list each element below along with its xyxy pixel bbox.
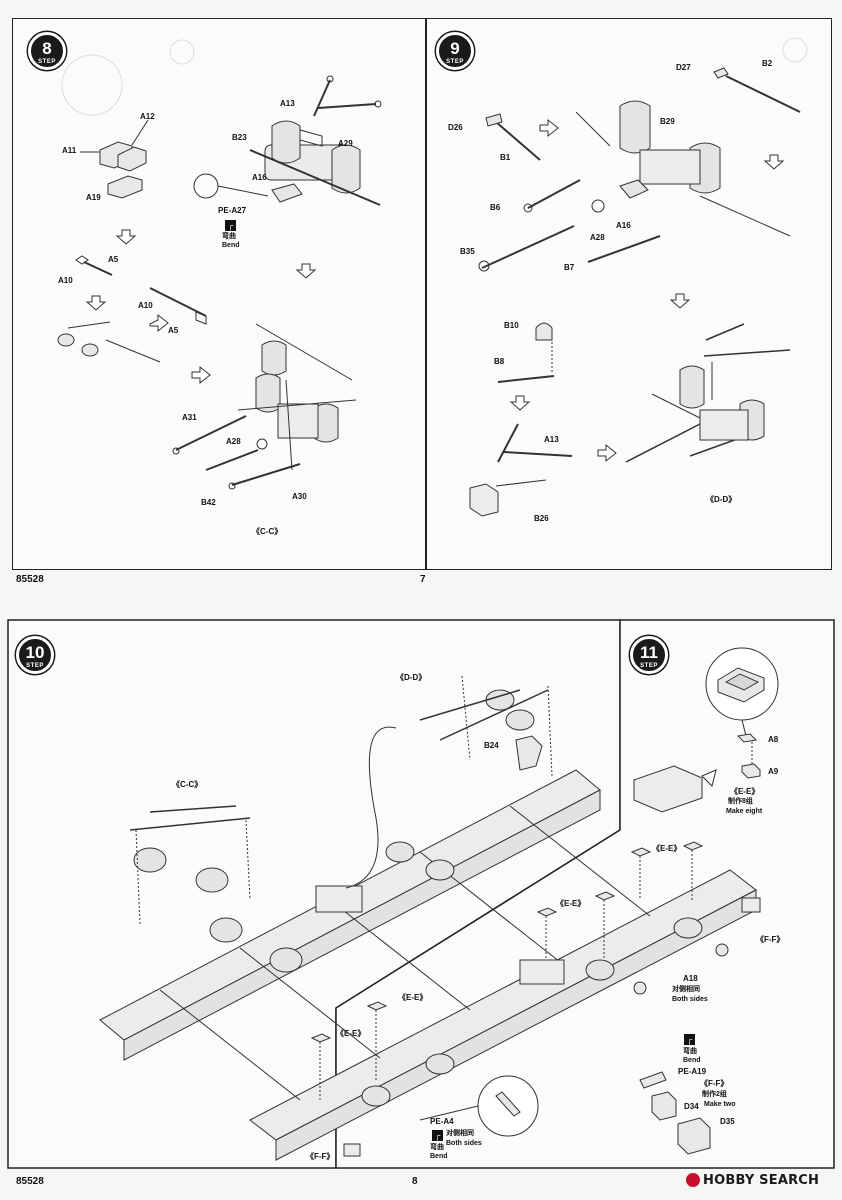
label-A19: A19 xyxy=(86,193,101,202)
label-PE-A19: PE-A19 xyxy=(678,1067,707,1076)
bend-cn-label: 弯曲 xyxy=(683,1048,697,1055)
step8-number: 8 xyxy=(42,39,52,58)
label-B7: B7 xyxy=(564,263,575,272)
callout-E-E: 《E-E》 xyxy=(398,993,428,1002)
label-A10: A10 xyxy=(138,301,153,310)
bend-cn-label: 弯曲 xyxy=(430,1144,444,1151)
label-B8: B8 xyxy=(494,357,505,366)
step9-word: STEP xyxy=(446,59,464,65)
both-sides-en: Both sides xyxy=(672,996,708,1003)
hobby-search-watermark: HOBBY SEARCH xyxy=(703,1173,820,1188)
step11-word: STEP xyxy=(640,663,658,669)
caption-D-D: 《D-D》 xyxy=(706,495,737,504)
callout-F-F: 《F-F》 xyxy=(700,1079,729,1088)
label-B35: B35 xyxy=(460,247,475,256)
both-sides-en: Both sides xyxy=(446,1140,482,1147)
label-A31: A31 xyxy=(182,413,197,422)
label-B42: B42 xyxy=(201,498,216,507)
bend-icon: ┌ xyxy=(432,1130,443,1141)
page-number-bottom: 8 xyxy=(412,1176,418,1187)
label-PE-A27: PE-A27 xyxy=(218,206,247,215)
label-A29: A29 xyxy=(338,139,353,148)
label-B10: B10 xyxy=(504,321,519,330)
label-A8: A8 xyxy=(768,735,779,744)
step10-word: STEP xyxy=(26,663,44,669)
step8-badge: 8 STEP xyxy=(28,32,66,70)
label-A12: A12 xyxy=(140,112,155,121)
step9-badge: 9 STEP xyxy=(436,32,474,70)
callout-C-C: 《C-C》 xyxy=(172,780,203,789)
step9-number: 9 xyxy=(450,39,460,58)
both-sides-cn: 对侧相同 xyxy=(446,1130,474,1137)
bend-icon: ┌ xyxy=(684,1034,695,1045)
label-B29: B29 xyxy=(660,117,675,126)
step8-panel xyxy=(12,18,426,570)
callout-E-E: 《E-E》 xyxy=(556,899,586,908)
bend-icon: ┌ xyxy=(225,220,236,231)
callout-D-D: 《D-D》 xyxy=(396,673,427,682)
callout-F-F: 《F-F》 xyxy=(756,935,785,944)
label-B1: B1 xyxy=(500,153,511,162)
make-eight-en: Make eight xyxy=(726,808,763,815)
hobby-search-logo xyxy=(686,1173,700,1187)
label-A5: A5 xyxy=(108,255,119,264)
page-number-top: 7 xyxy=(420,574,426,585)
catalog-number-bottom: 85528 xyxy=(16,1176,44,1187)
callout-E-E: 《E-E》 xyxy=(730,787,760,796)
label-A16: A16 xyxy=(616,221,631,230)
label-A28: A28 xyxy=(590,233,605,242)
bend-cn-label: 弯曲 xyxy=(222,233,236,240)
label-B24: B24 xyxy=(484,741,499,750)
bend-en-label: Bend xyxy=(430,1153,448,1160)
make-two-cn: 制作2组 xyxy=(702,1091,727,1098)
label-B23: B23 xyxy=(232,133,247,142)
callout-E-E: 《E-E》 xyxy=(652,844,682,853)
label-B2: B2 xyxy=(762,59,773,68)
label-A11: A11 xyxy=(62,146,77,155)
step8-word: STEP xyxy=(38,59,56,65)
label-PE-A4: PE-A4 xyxy=(430,1117,454,1126)
bend-en-label: Bend xyxy=(222,242,240,249)
step10-number: 10 xyxy=(25,643,45,662)
callout-F-F: 《F-F》 xyxy=(306,1152,335,1161)
label-A18: A18 xyxy=(683,974,698,983)
label-A13: A13 xyxy=(280,99,295,108)
both-sides-cn: 对侧相同 xyxy=(672,986,700,993)
label-D26: D26 xyxy=(448,123,463,132)
label-A9: A9 xyxy=(768,767,779,776)
callout-E-E: 《E-E》 xyxy=(336,1029,366,1038)
label-D35: D35 xyxy=(720,1117,735,1126)
make-eight-cn: 制作8组 xyxy=(728,798,753,805)
label-B6: B6 xyxy=(490,203,501,212)
caption-C-C: 《C-C》 xyxy=(252,527,283,536)
label-A5: A5 xyxy=(168,326,179,335)
label-A28: A28 xyxy=(226,437,241,446)
label-A10: A10 xyxy=(58,276,73,285)
step11-number: 11 xyxy=(640,643,658,662)
bend-en-label: Bend xyxy=(683,1057,701,1064)
label-A13: A13 xyxy=(544,435,559,444)
step11-badge: 11 STEP xyxy=(630,636,668,674)
label-D27: D27 xyxy=(676,63,691,72)
make-two-en: Make two xyxy=(704,1101,736,1108)
label-A30: A30 xyxy=(292,492,307,501)
catalog-number-top: 85528 xyxy=(16,574,44,585)
label-D34: D34 xyxy=(684,1102,699,1111)
label-B26: B26 xyxy=(534,514,549,523)
label-A16: A16 xyxy=(252,173,267,182)
step10-badge: 10 STEP xyxy=(16,636,54,674)
